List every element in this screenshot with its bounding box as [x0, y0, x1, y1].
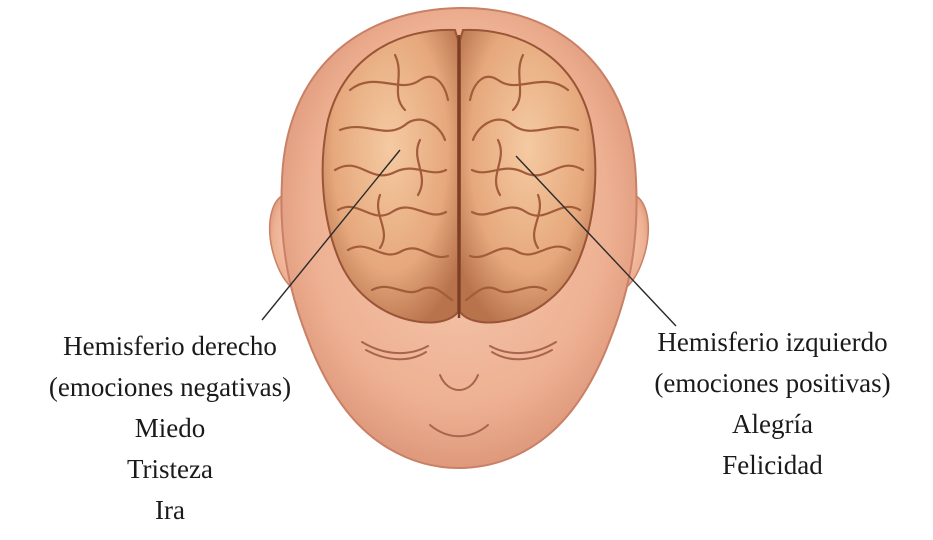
label-emotion-tristeza: Tristeza — [0, 449, 340, 490]
label-left-hemisphere-group: Hemisferio izquierdo (emociones positiva… — [612, 322, 933, 486]
label-hemisferio-izquierdo: Hemisferio izquierdo — [612, 322, 933, 363]
label-emociones-negativas: (emociones negativas) — [0, 367, 340, 408]
label-emotion-felicidad: Felicidad — [612, 445, 933, 486]
label-emotion-ira: Ira — [0, 490, 340, 531]
label-emociones-positivas: (emociones positivas) — [612, 363, 933, 404]
label-right-hemisphere-group: Hemisferio derecho (emociones negativas)… — [0, 326, 340, 531]
label-emotion-alegria: Alegría — [612, 404, 933, 445]
label-hemisferio-derecho: Hemisferio derecho — [0, 326, 340, 367]
label-emotion-miedo: Miedo — [0, 408, 340, 449]
